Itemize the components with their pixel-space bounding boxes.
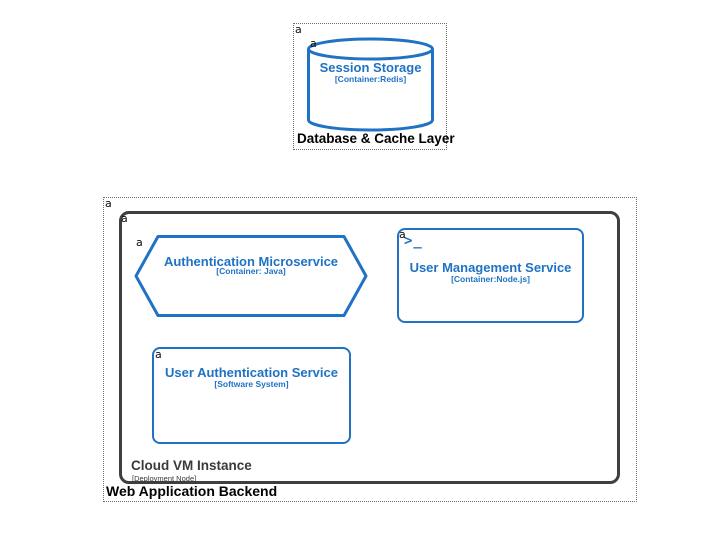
user-management-service-node: >_ User Management Service [Container:No…	[397, 228, 584, 323]
auth-microservice-hexagon-shape	[134, 235, 368, 317]
user-authentication-service-title: User Authentication Service	[165, 365, 338, 380]
auth-microservice-subtitle: [Container: Java]	[216, 266, 286, 276]
marker-a-backend-boundary: a	[105, 197, 112, 210]
cloud-vm-instance-subtitle: [Deployment Node]	[132, 474, 197, 483]
session-storage-subtitle: [Container:Redis]	[334, 74, 407, 84]
marker-a-session-storage: a	[310, 37, 317, 50]
marker-a-user-management: a	[399, 228, 406, 241]
user-authentication-service-node: User Authentication Service [Software Sy…	[152, 347, 351, 444]
user-management-service-title: User Management Service	[409, 260, 572, 275]
boundary-web-application-backend: Web Application Backend	[103, 197, 637, 502]
boundary-database-cache-layer: Database & Cache Layer	[293, 23, 455, 150]
marker-a-user-authentication: a	[155, 348, 162, 361]
session-storage-title: Session Storage	[319, 60, 422, 75]
terminal-icon: >_	[404, 233, 423, 249]
user-management-service-subtitle: [Container:Node.js]	[451, 274, 530, 284]
session-storage-cylinder-shape	[307, 37, 434, 132]
marker-a-database-boundary: a	[295, 23, 302, 36]
boundary-label-database-cache-layer: Database & Cache Layer	[297, 131, 455, 147]
marker-a-cloud-vm: a	[121, 212, 128, 225]
marker-a-auth-microservice: a	[136, 236, 143, 249]
auth-microservice-title: Authentication Microservice	[163, 254, 339, 269]
boundary-label-web-application-backend: Web Application Backend	[106, 482, 278, 499]
cloud-vm-instance-title: Cloud VM Instance	[131, 458, 252, 473]
user-authentication-service-subtitle: [Software System]	[214, 379, 289, 389]
